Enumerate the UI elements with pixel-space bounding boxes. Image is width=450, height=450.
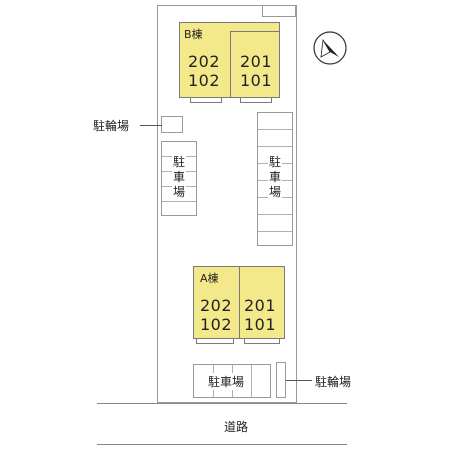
building-b-unit-202: 202 — [187, 52, 221, 71]
building-a-unit-101: 101 — [243, 315, 277, 334]
building-a-unit-201: 201 — [243, 296, 277, 315]
boundary-notch — [262, 5, 296, 17]
building-a-unit-102: 102 — [199, 315, 233, 334]
building-a-unit-202: 202 — [199, 296, 233, 315]
bicycle-parking-lower-label: 駐輪場 — [315, 375, 352, 389]
parking-left-label: 駐車場 — [172, 155, 186, 200]
building-a-label: A棟 — [200, 272, 219, 285]
building-b-unit-101: 101 — [239, 71, 273, 90]
north-arrow-icon — [313, 31, 347, 65]
bicycle-parking-lower — [276, 362, 286, 398]
building-b-balcony-right — [240, 97, 272, 103]
bicycle-parking-upper-label: 駐輪場 — [93, 119, 130, 133]
road-edge-bottom — [97, 444, 347, 445]
bicycle-parking-upper-leader — [140, 125, 162, 126]
road-edge-top — [97, 403, 347, 404]
building-a-balcony-left — [196, 338, 234, 344]
building-a — [193, 266, 285, 339]
parking-right-label: 駐車場 — [268, 155, 282, 200]
building-a-balcony-right — [244, 338, 280, 344]
parking-bottom-label: 駐車場 — [208, 373, 245, 390]
building-b — [179, 22, 280, 98]
building-b-label: B棟 — [184, 28, 203, 41]
building-b-unit-102: 102 — [187, 71, 221, 90]
parking-bottom — [193, 364, 271, 398]
bicycle-parking-upper — [161, 116, 183, 133]
building-b-balcony-left — [190, 97, 222, 103]
bicycle-parking-lower-leader — [286, 380, 312, 381]
road-label: 道路 — [224, 420, 249, 434]
building-b-unit-201: 201 — [239, 52, 273, 71]
